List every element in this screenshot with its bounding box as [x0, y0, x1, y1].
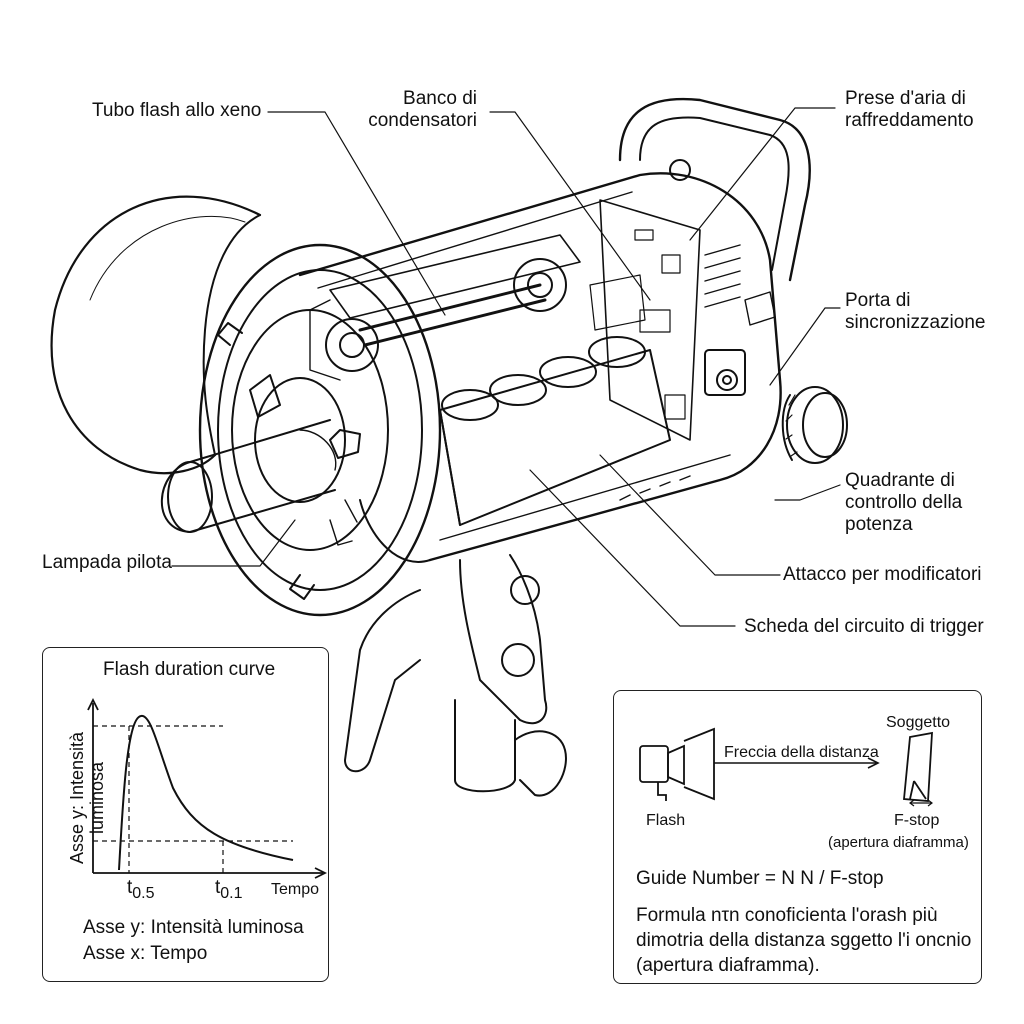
- guide-description-line1: Formula nτn conoficienta l'orash più: [636, 905, 938, 926]
- duration-x-axis-label: Tempo: [271, 881, 320, 898]
- stand-yoke: [344, 554, 567, 797]
- label-sync-port-line2: sincronizzazione: [845, 312, 986, 333]
- flash-label: Flash: [646, 812, 686, 829]
- leader-lines: [171, 107, 841, 627]
- subject-label: Soggetto: [886, 714, 951, 731]
- label-modeling-lamp: Lampada pilota: [42, 552, 172, 573]
- label-trigger-board: Scheda del circuito di trigger: [744, 616, 984, 637]
- main-housing: [298, 172, 782, 563]
- label-cooling-vents-line2: raffreddamento: [845, 110, 974, 131]
- duration-legend-y: Asse y: Intensità luminosa: [83, 917, 304, 938]
- guide-description-line3: (apertura diaframma).: [636, 955, 820, 976]
- label-modifier-mount: Attacco per modificatori: [783, 564, 982, 585]
- distance-arrow-label: Freccia della distanza: [724, 744, 879, 761]
- mini-flash-icon: [639, 727, 715, 801]
- x-axis-arrow: [314, 867, 328, 879]
- y-axis-arrow: [87, 697, 99, 711]
- aperture-label: (apertura diaframma): [828, 834, 969, 851]
- label-sync-port: Porta di sincronizzazione: [845, 290, 985, 334]
- label-cooling-vents: Prese d'aria di raffreddamento: [845, 88, 974, 132]
- label-power-dial-line2: controllo della: [845, 492, 963, 513]
- capacitor-bank: [439, 336, 671, 526]
- guide-number-diagram: [639, 727, 933, 807]
- guide-number-panel: Soggetto Freccia della distanza Flash F-…: [613, 690, 982, 984]
- label-cooling-vents-line1: Prese d'aria di: [845, 88, 966, 109]
- tick-t05: t0.5: [127, 876, 155, 905]
- duration-curve: [118, 715, 294, 871]
- duration-y-axis-label-line2: luminosa: [87, 761, 107, 835]
- flash-duration-panel: Flash duration curve Asse y: Intensità l…: [42, 647, 329, 982]
- label-capacitor-bank: Banco di condensatori: [355, 88, 477, 132]
- label-power-dial-line1: Quadrante di: [845, 470, 955, 491]
- fstop-label: F-stop: [894, 812, 940, 829]
- trigger-circuit-board: [589, 199, 701, 441]
- guide-description: Formula nτn conoficienta l'orash più dim…: [636, 903, 971, 978]
- guide-number-formula: Guide Number = N N / F-stop: [636, 868, 884, 889]
- reflector-dish: [50, 195, 262, 475]
- label-sync-port-line1: Porta di: [845, 290, 911, 311]
- label-power-dial-line3: potenza: [845, 514, 913, 535]
- modeling-lamp: [160, 419, 337, 533]
- tick-t05-sub: 0.5: [132, 884, 155, 902]
- sync-port: [704, 349, 746, 396]
- label-capacitor-bank-line2: condensatori: [368, 110, 477, 131]
- label-xenon-tube: Tubo flash allo xeno: [92, 100, 262, 121]
- carry-handle: [618, 97, 811, 282]
- duration-y-axis-label-line1: Asse y: Intensità: [67, 731, 87, 865]
- label-capacitor-bank-line1: Banco di: [403, 88, 477, 109]
- tick-t01-main: t: [215, 877, 221, 898]
- duration-panel-title: Flash duration curve: [103, 659, 276, 680]
- xenon-tube-assembly: [309, 234, 581, 459]
- tick-t01: t0.1: [215, 876, 243, 905]
- power-dial: [781, 386, 848, 464]
- duration-y-axis-label: Asse y: Intensità luminosa: [67, 728, 107, 868]
- label-power-dial: Quadrante di controllo della potenza: [845, 470, 962, 536]
- guide-description-line2: dimotria della distanza sggetto l'i oncn…: [636, 930, 972, 951]
- subject-shape: [903, 731, 933, 807]
- duration-legend-x: Asse x: Tempo: [83, 943, 208, 964]
- distance-arrowhead: [867, 757, 880, 769]
- tick-t01-sub: 0.1: [220, 884, 243, 902]
- tick-t05-main: t: [127, 877, 133, 898]
- cooling-vents: [704, 244, 776, 326]
- duration-curve-plot: [87, 697, 328, 879]
